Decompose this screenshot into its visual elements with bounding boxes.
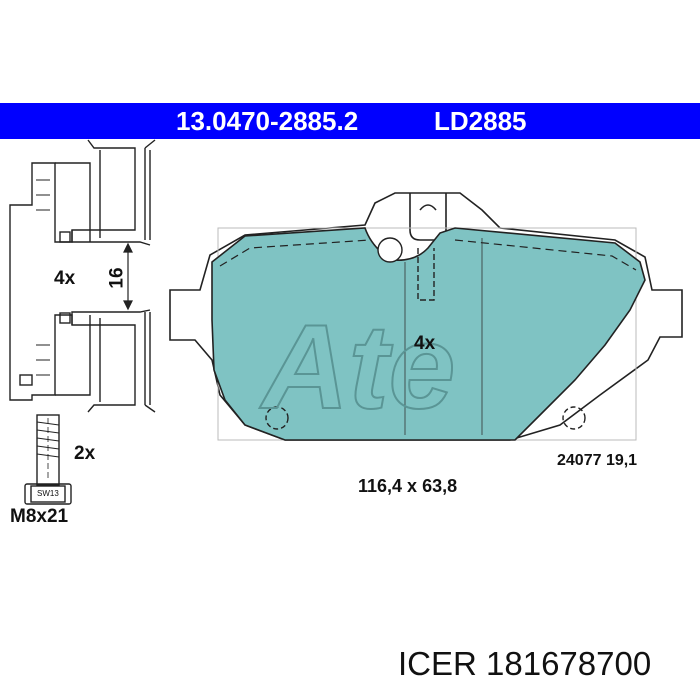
- pad-code-thickness: 24077 19,1: [557, 452, 638, 469]
- clip-quantity: 4x: [54, 268, 76, 289]
- ate-logo-watermark: Ate: [259, 300, 455, 434]
- bolt-drawing: [24, 414, 72, 505]
- footer-brand: ICER: [398, 645, 477, 682]
- clip-dimension: 16: [106, 267, 128, 289]
- bolt-quantity: 2x: [74, 443, 96, 464]
- bolt-spec: M8x21: [10, 506, 69, 527]
- clip-drawing: [9, 139, 156, 413]
- clip-dimension-line: [123, 242, 133, 311]
- ld-code: LD2885: [434, 106, 527, 136]
- pad-quantity: 4x: [414, 333, 436, 354]
- pad-size: 116,4 x 63,8: [358, 476, 458, 496]
- footer-number: 181678700: [486, 645, 652, 682]
- header-banner: 13.0470-2885.2 LD2885: [0, 103, 700, 139]
- friction-pad-shape: [211, 227, 646, 441]
- footer-text: ICER 181678700: [398, 645, 651, 683]
- pad-friction-material: [211, 227, 646, 441]
- bolt-head-marking: SW13: [37, 489, 59, 498]
- part-number: 13.0470-2885.2: [176, 106, 359, 136]
